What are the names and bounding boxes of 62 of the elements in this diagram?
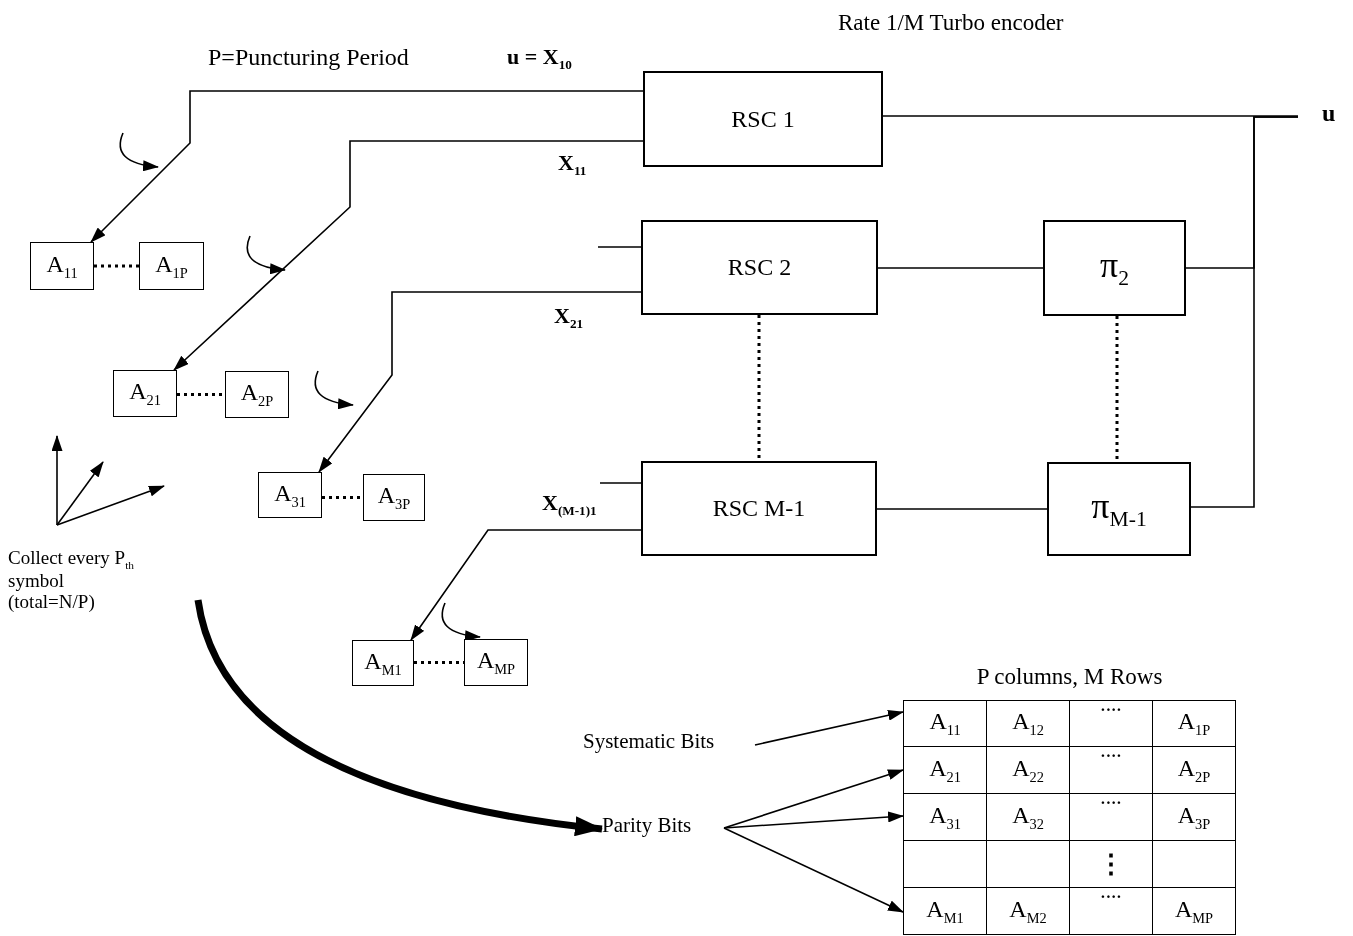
connector-line	[882, 115, 1299, 117]
symbol-box: A$_{11}$	[30, 242, 94, 290]
cell-text: A$_{11}$	[929, 708, 961, 739]
symbol-box: A$_{31}$	[258, 472, 322, 518]
note-label: P=Puncturing Period	[208, 44, 409, 71]
vertical-ellipsis: ⋮	[1098, 848, 1124, 880]
table-row	[903, 747, 1236, 794]
arrow	[410, 529, 642, 641]
dotted-line	[322, 496, 363, 499]
cell-text: A$_{M2}$	[1009, 895, 1047, 927]
cell-text: A$_{1P}$	[1177, 708, 1211, 739]
ellipsis-mark: ····	[1100, 701, 1122, 719]
input-label: Systematic Bits	[583, 730, 755, 760]
arrow	[723, 769, 904, 829]
diagram-title: Rate 1/M Turbo encoder	[838, 10, 1064, 36]
table-row	[903, 700, 1236, 747]
cell-text: A$_{32}$	[1012, 801, 1044, 833]
cell-text: A$_{12}$	[1012, 708, 1044, 739]
input-label: Parity Bits	[602, 814, 724, 844]
dotted-line	[94, 264, 139, 268]
symbol-box: A$_{MP}$	[464, 639, 528, 686]
interleaver-box: π$_{2}$	[1043, 220, 1186, 316]
arrow	[754, 709, 904, 746]
dotted-line	[757, 315, 761, 461]
connector-line	[597, 246, 642, 248]
symbol-box: A$_{2P}$	[225, 371, 289, 418]
dotted-line	[177, 393, 225, 396]
table-row	[903, 794, 1236, 841]
arrow	[723, 827, 904, 913]
output-label: u	[1298, 100, 1344, 132]
arrow	[318, 291, 642, 473]
cell-text: A$_{31}$	[929, 801, 961, 833]
connector-line	[599, 482, 642, 484]
arrow	[173, 140, 644, 371]
arrow	[723, 811, 904, 829]
table-heading: P columns, M Rows	[975, 663, 1164, 691]
encoder-box: RSC 2	[641, 220, 878, 315]
connector-line	[876, 508, 1048, 510]
interleaver-box: π$_{M-1}$	[1047, 462, 1191, 556]
cell-text: A$_{2P}$	[1177, 754, 1211, 786]
cell-text: A$_{22}$	[1012, 754, 1044, 786]
symbol-box: A$_{21}$	[113, 370, 177, 417]
arrow	[194, 599, 603, 836]
table-row	[903, 841, 1236, 888]
cell-text: A$_{MP}$	[1174, 895, 1214, 927]
connector-line	[1190, 116, 1299, 508]
dotted-line	[1115, 316, 1119, 462]
symbol-box: A$_{M1}$	[352, 640, 414, 686]
encoder-box: RSC M-1	[641, 461, 877, 556]
cell-text: A$_{21}$	[929, 754, 961, 786]
ellipsis-mark: ····	[1100, 794, 1122, 812]
table-row	[903, 888, 1236, 935]
symbol-box: A$_{3P}$	[363, 474, 425, 521]
ellipsis-mark: ····	[1100, 888, 1122, 906]
connector-line	[877, 267, 1044, 269]
note-text: Collect every P$_{th}$ symbol (total=N/P)	[8, 548, 198, 638]
encoder-box: RSC 1	[643, 71, 883, 167]
arrow	[90, 90, 644, 243]
symbol-box: A$_{1P}$	[139, 242, 204, 290]
cell-text: A$_{3P}$	[1177, 801, 1211, 833]
cell-text: A$_{M1}$	[926, 895, 964, 927]
ellipsis-mark: ····	[1100, 747, 1122, 765]
